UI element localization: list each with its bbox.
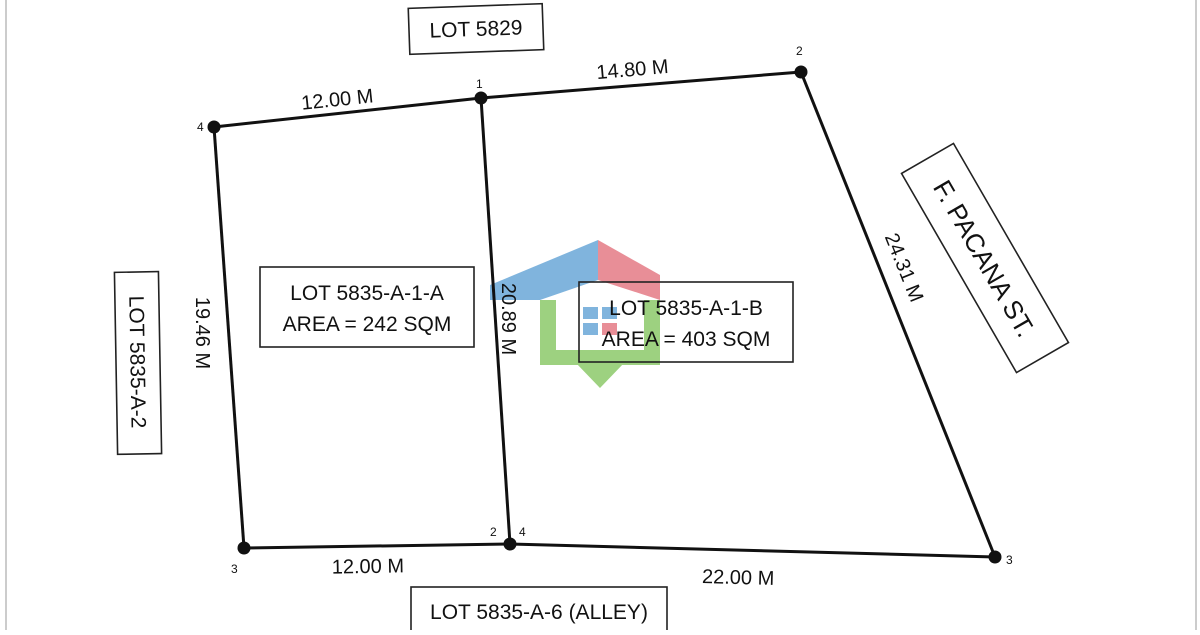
adjacent-lot-south: LOT 5835-A-6 (ALLEY)	[410, 586, 668, 635]
street-label: F. PACANA ST.	[900, 142, 1070, 374]
lot-a-name: LOT 5835-A-1-A	[290, 282, 444, 305]
lot-b-top-line	[480, 70, 802, 100]
dimension-label: 19.46 M	[191, 297, 213, 369]
watermark-logo-icon	[490, 240, 660, 388]
lot-b-bottom-line	[509, 542, 996, 559]
lot-a-area: AREA = 242 SQM	[283, 313, 452, 336]
corner-label: 4	[197, 120, 204, 134]
corner-label: 3	[1006, 553, 1013, 567]
lot-b-area: AREA = 403 SQM	[602, 328, 771, 351]
corner-label: 2	[796, 44, 803, 58]
dimension-label: 20.89 M	[497, 283, 519, 355]
corner-label: 3	[231, 562, 238, 576]
corner-label: 4	[519, 525, 526, 539]
adjacent-lot-north: LOT 5829	[407, 2, 545, 56]
adjacent-lot-west: LOT 5835-A-2	[113, 270, 163, 456]
lot-b-name: LOT 5835-A-1-B	[609, 297, 763, 320]
lot-a-bottom-line	[243, 542, 511, 550]
lot-a-info-box: LOT 5835-A-1-A AREA = 242 SQM	[259, 266, 475, 348]
dimension-label: 22.00 M	[702, 566, 775, 590]
corner-marker	[237, 541, 251, 555]
lot-b-info-box: LOT 5835-A-1-B AREA = 403 SQM	[578, 281, 794, 363]
corner-markers	[207, 65, 1002, 564]
corner-marker	[207, 120, 221, 134]
lot-a-left-line	[212, 126, 246, 549]
corner-marker	[794, 65, 808, 79]
shared-boundary-line	[479, 97, 512, 545]
dimension-label: 14.80 M	[596, 56, 670, 84]
svg-text:LOT 5835-A-2: LOT 5835-A-2	[124, 295, 149, 428]
dimension-label: 12.00 M	[332, 555, 405, 578]
lot-boundaries	[212, 70, 997, 559]
dimension-label: 24.31 M	[880, 230, 927, 305]
corner-label: 1	[476, 77, 483, 91]
corner-marker	[503, 537, 517, 551]
corner-marker	[988, 550, 1002, 564]
svg-text:LOT 5829: LOT 5829	[429, 16, 523, 42]
svg-text:LOT 5835-A-6 (ALLEY): LOT 5835-A-6 (ALLEY)	[430, 601, 648, 624]
corner-label: 2	[490, 525, 497, 539]
corner-marker	[474, 91, 488, 105]
lot-b-right-line	[799, 71, 997, 558]
lot-a-top-line	[213, 96, 482, 129]
